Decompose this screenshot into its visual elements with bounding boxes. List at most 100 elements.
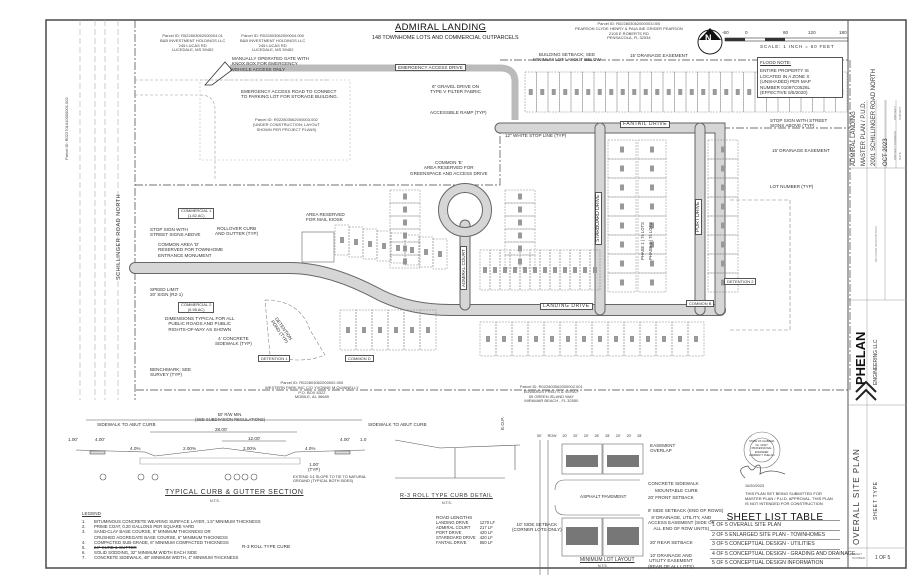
detention-pond-2: [730, 199, 791, 331]
road-length-name: FANTAIL DRIVE: [436, 540, 467, 546]
phelan-logo: [855, 380, 877, 401]
callout-line: VEHICLE ACCESS ONLY: [232, 66, 286, 72]
lot-number-tag: [424, 249, 428, 255]
lot-number-tag: [528, 89, 533, 95]
lot-number-tag: [518, 336, 522, 342]
townhome-lot: [637, 272, 667, 293]
sheet-list-row: 3 OF 5 CONCEPTUAL DESIGN - UTILITIES: [710, 539, 840, 548]
curb-depth: 1.00'(TYP): [308, 462, 320, 473]
dim: 4.00': [95, 437, 105, 442]
minimum-lot-layout-drawing: [539, 440, 644, 575]
curb-lane: 12.00': [248, 436, 261, 441]
label-line: (REAR OF ALL LOTS): [648, 563, 694, 569]
lot-layout-nts: N.T.S.: [598, 564, 608, 568]
lot-number-tag: [614, 336, 618, 342]
lot-number-tag: [518, 258, 522, 265]
tb-subject: MASTER PLAN / P.U.D.: [861, 101, 867, 166]
lot-number-tag: [410, 247, 414, 253]
parcel-line: P.O. BOX 8322: [298, 389, 326, 395]
lot-number-tag: [724, 89, 729, 95]
lot-side-setback: 8' SIDE SETBACK (END OF ROWS): [648, 508, 724, 513]
parcel-line: WESTERN PARK INC C/O YVONNE M QUINNELLY: [265, 384, 359, 390]
road-length-name: ADMIRAL COURT: [436, 525, 471, 531]
label-line: 10' SIDE SETBACK: [516, 522, 558, 527]
road-length-len: 217 LF: [479, 525, 493, 531]
legend-number: 7.: [82, 555, 86, 561]
callout-line: SIDEWALK (TYP): [215, 341, 252, 347]
scale-tick: 0: [745, 30, 748, 35]
lot-dim: 20': [583, 434, 589, 438]
road-label-schillinger: SCHILLINGER ROAD NORTH: [116, 193, 122, 280]
townhome-lot: [504, 254, 536, 269]
lot-dim: 28': [637, 434, 642, 438]
tb-revision-header: REVISION DESCRIPTION: [874, 226, 878, 262]
callout-line: RIGHTS-OF-WAY AS SHOWN: [168, 326, 232, 332]
slope: 2.00%: [183, 446, 197, 451]
legend-item: 3.SAND-CLAY BASE COURSE, 8" MINIMUM THIC…: [82, 529, 261, 534]
lot-number-tag: [551, 89, 556, 95]
lot-dim: 28': [605, 434, 610, 438]
tb-sheet-type: SHEET TYPE: [873, 481, 879, 520]
callout-line: MINIMUM LOT LAYOUT BELOW: [533, 57, 601, 63]
seal-date: 10/20/2023: [745, 484, 765, 488]
lot-dim: 50' ROW: [537, 434, 557, 438]
lot-number-tag: [650, 260, 654, 267]
parcel-line: Parcel ID: R022803062000003.002: [255, 117, 318, 122]
callout-line: AND GUTTER (TYP): [215, 231, 259, 237]
parcel-line: PEARSON CLYDE HENRY & PAULINE GRIDER PEA…: [575, 25, 683, 31]
parcel-line: SHOWN PER PROJECT PLANS): [256, 126, 317, 132]
road-length-len: 420 LF: [479, 530, 493, 536]
legend-text: PRIME COAT, 0.20 GALLONS PER SQUARE YARD: [94, 524, 195, 530]
label-line: UTILITY EASEMENT: [649, 558, 693, 564]
label-line: OVERLAP: [650, 448, 672, 454]
dim: 1.0: [360, 437, 367, 442]
callout-line: SPEED LIMIT: [150, 287, 179, 292]
seal-line: STATE OF ALABAMA: [749, 440, 775, 443]
lot-number-tag: [582, 336, 586, 342]
parcel-line: LUCEDALE, MS 39452: [171, 47, 214, 53]
lot-number-tag: [721, 165, 725, 172]
road-label-port: PORT DRIVE: [695, 198, 703, 235]
parcel-line: LUCEDALE, MS 39452: [251, 47, 294, 53]
property-boundary: [135, 59, 851, 391]
callout-line: STREET SIGNS ABOVE: [150, 232, 201, 238]
callout-line: RESERVED FOR TOWNHOME: [158, 247, 224, 253]
parcel-line: Parcel ID: R022803062000004.000: [241, 33, 304, 38]
lot-layout-title: MINIMUM LOT LAYOUT: [580, 557, 635, 563]
lot-number-tag: [394, 327, 398, 333]
lot-number-tag: [643, 89, 648, 95]
legend-number: 1.: [82, 519, 86, 524]
lot-number-tag: [620, 203, 624, 210]
road-length-name: STARBOARD DRIVE: [436, 535, 476, 541]
slope: 2.00%: [243, 446, 257, 451]
callout-line: COMMON 'E': [435, 160, 463, 165]
scale-tick: -60: [722, 30, 729, 35]
roads: [129, 122, 726, 316]
lot-asphalt: ASPHALT PAVEMENT: [580, 494, 627, 499]
tb-sheet-number-label: SHEET NUMBER: [852, 552, 866, 560]
tb-field-label: SUBJECT: [898, 106, 902, 120]
scale-tick: 180: [839, 30, 847, 35]
roll-curb-eop: E.O.P.: [500, 417, 505, 430]
sheet-list-row: 4 OF 5 CONCEPTUAL DESIGN - GRADING AND D…: [710, 548, 856, 557]
road-length-len: 1270 LF: [479, 520, 496, 526]
dim: 4.00': [340, 437, 350, 442]
lot-curb: MOUNTABLE CURB: [655, 488, 698, 493]
lot-number-tag: [502, 336, 506, 342]
flood-note: FLOOD NOTE: ENTIRE PROPERTY IS LOCATED I…: [757, 57, 843, 99]
note-line: GROUND (TYPICAL BOTH SIDES): [293, 479, 354, 484]
scale-tick: 120: [808, 30, 816, 35]
curb-row: 50' R/W MIN.(SEE SUBDIVISION REGULATIONS…: [195, 412, 265, 423]
north-letter: N: [705, 33, 712, 43]
lot-number-tag: [368, 241, 372, 247]
sheet-list-row: 1 OF 5 OVERALL SITE PLAN: [710, 520, 840, 529]
lot-number-tag: [493, 267, 497, 273]
callout-line: 6" GRAVEL DRIVE ON: [431, 84, 480, 89]
callout-line: 4' CONCRETE: [218, 336, 249, 341]
sheet-list-title: SHEET LIST TABLE: [726, 512, 824, 523]
